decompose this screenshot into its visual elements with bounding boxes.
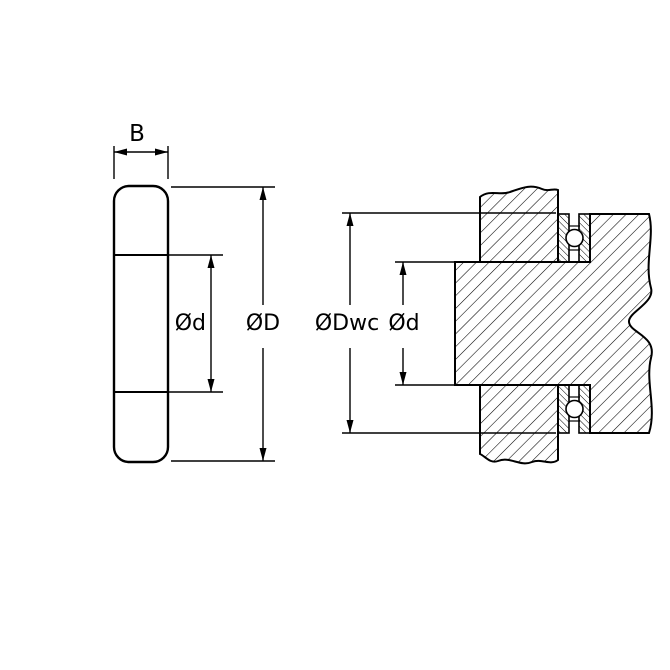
arrowhead (155, 148, 168, 156)
washer-outline (112, 184, 170, 464)
arrowhead (259, 448, 267, 461)
label-outer-diameter: ØD (246, 311, 280, 336)
housing-section-top (479, 185, 559, 263)
label-bore-left: Ød (175, 311, 206, 336)
dimension-bore-left (169, 254, 223, 393)
housing-section-bottom (479, 384, 559, 465)
label-width-B: B (129, 121, 145, 147)
dimension-bore-right (395, 261, 455, 386)
arrowhead (259, 187, 267, 200)
thrust-bearing-top (557, 213, 591, 263)
label-washer-od: ØDwc (315, 311, 379, 336)
arrowhead (399, 262, 407, 275)
shaft-section (454, 213, 653, 434)
bearing-roller (565, 399, 584, 419)
arrowhead (346, 420, 354, 433)
arrowhead (207, 255, 215, 268)
thrust-bearing-bottom (557, 384, 591, 434)
label-bore-right: Ød (388, 311, 419, 336)
dimension-B (113, 146, 169, 179)
assembly-section-view (454, 185, 653, 465)
arrowhead (207, 379, 215, 392)
dimension-outer-diameter (171, 186, 275, 462)
arrowhead (399, 372, 407, 385)
bearing-roller (565, 228, 584, 248)
arrowhead (114, 148, 127, 156)
arrowhead (346, 213, 354, 226)
washer-side-view (112, 184, 170, 464)
